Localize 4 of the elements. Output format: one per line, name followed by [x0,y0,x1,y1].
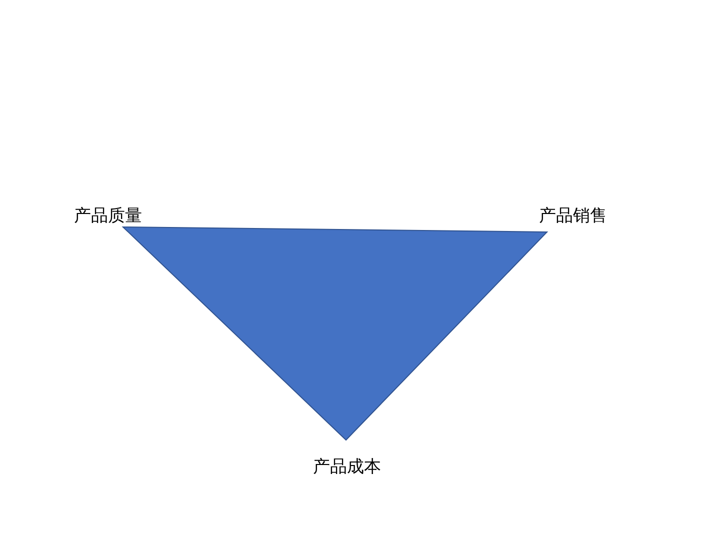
triangle-shape [122,226,548,441]
vertex-label: 产品质量 [74,205,142,227]
vertex-label: 产品成本 [313,456,381,478]
vertex-label: 产品销售 [539,205,607,227]
